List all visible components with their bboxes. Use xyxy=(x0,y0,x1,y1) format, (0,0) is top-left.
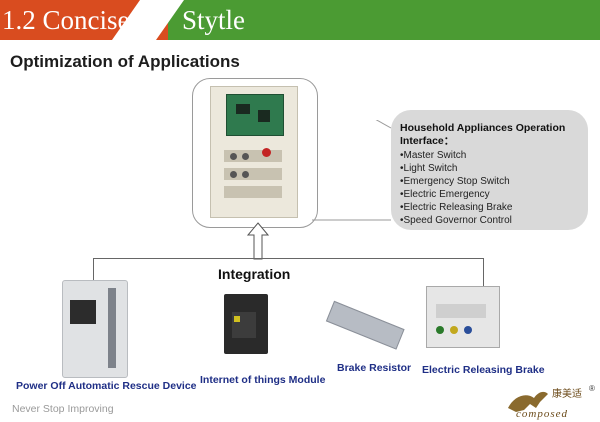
callout-item: •Electric Emergency xyxy=(400,189,490,200)
rescue-device-image xyxy=(62,280,128,378)
callout-box xyxy=(391,110,588,230)
callout-item: •Emergency Stop Switch xyxy=(400,176,510,187)
integration-line xyxy=(93,258,483,259)
registered-mark: ® xyxy=(589,384,595,393)
page-subtitle: Optimization of Applications xyxy=(10,52,240,71)
section-number-title: 1.2 Concise xyxy=(2,5,130,35)
connector-line xyxy=(483,258,484,286)
product-label-iot: Internet of things Module xyxy=(200,374,326,386)
chip-image xyxy=(258,110,270,122)
circuit-board-image xyxy=(226,94,284,136)
switch-row-image xyxy=(224,168,282,180)
section-title: Stytle xyxy=(182,5,246,35)
callout-item: •Master Switch xyxy=(400,150,467,161)
callout-item: •Light Switch xyxy=(400,163,458,174)
product-label-brake: Electric Releasing Brake xyxy=(422,364,545,376)
horse-logo-icon xyxy=(508,391,548,412)
product-label-rescue: Power Off Automatic Rescue Device xyxy=(16,380,197,392)
callout-title: Household Appliances Operation Interface… xyxy=(400,122,566,147)
rescue-display-image xyxy=(70,300,96,324)
up-arrow-icon xyxy=(247,222,269,260)
panel-button-image xyxy=(230,171,237,178)
iot-led-image xyxy=(234,316,240,322)
panel-button-image xyxy=(242,153,249,160)
connector-line xyxy=(93,258,94,282)
product-label-resistor: Brake Resistor xyxy=(337,362,412,374)
logo-cjk-text: 康美适 xyxy=(552,389,582,400)
callout-connector xyxy=(312,120,392,221)
title-right-bg xyxy=(168,0,600,40)
chip-image xyxy=(236,104,250,114)
brake-knob-image xyxy=(450,326,458,334)
brake-knob-image xyxy=(436,326,444,334)
footer-slogan: Never Stop Improving xyxy=(12,403,114,415)
brake-label-plate-image xyxy=(436,304,486,318)
panel-button-image xyxy=(230,153,237,160)
brake-knob-image xyxy=(464,326,472,334)
callout-item: •Speed Governor Control xyxy=(400,215,512,226)
rescue-label-strip-image xyxy=(108,288,116,368)
logo-text: composed xyxy=(516,408,568,420)
brake-resistor-image xyxy=(325,300,405,350)
emergency-stop-image xyxy=(262,148,271,157)
callout-item: •Electric Releasing Brake xyxy=(400,202,513,213)
switch-row-image xyxy=(224,186,282,198)
panel-button-image xyxy=(242,171,249,178)
integration-label: Integration xyxy=(218,266,291,282)
